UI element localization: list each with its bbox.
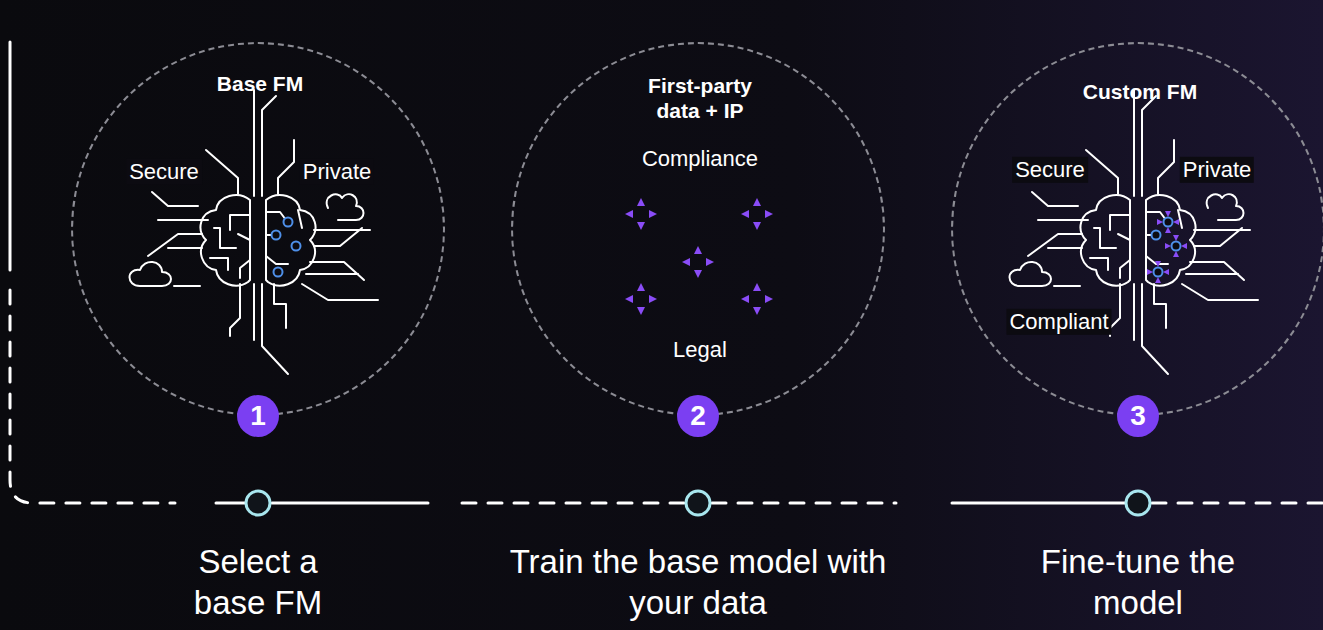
property-label: Private [300,159,374,185]
heading: Custom FM [1083,79,1197,104]
step-caption: Select a base FM [163,541,353,624]
step-badge: 3 [1117,395,1159,437]
property-label: Private [1180,157,1254,183]
heading: Base FM [217,71,303,96]
property-label: Compliance [642,146,758,172]
step-circle: Base FM Secure Private [71,42,445,416]
step-caption: Fine-tune the model [1038,541,1238,624]
heading: First-party data + IP [625,73,775,123]
step-caption: Train the base model with your data [498,541,898,624]
step-badge: 2 [677,395,719,437]
step-circle: Custom FM Secure PrivateCompliant [951,42,1323,416]
property-label: Compliant [1006,309,1111,335]
step-number: 2 [690,399,706,433]
step-number: 1 [250,399,266,433]
property-label: Secure [1012,157,1088,183]
step-number: 3 [1130,399,1146,433]
property-label: Secure [126,159,202,185]
property-label: Legal [673,337,727,363]
step-circle: First-party data + IP ComplianceLegal [511,42,885,416]
step-badge: 1 [237,395,279,437]
